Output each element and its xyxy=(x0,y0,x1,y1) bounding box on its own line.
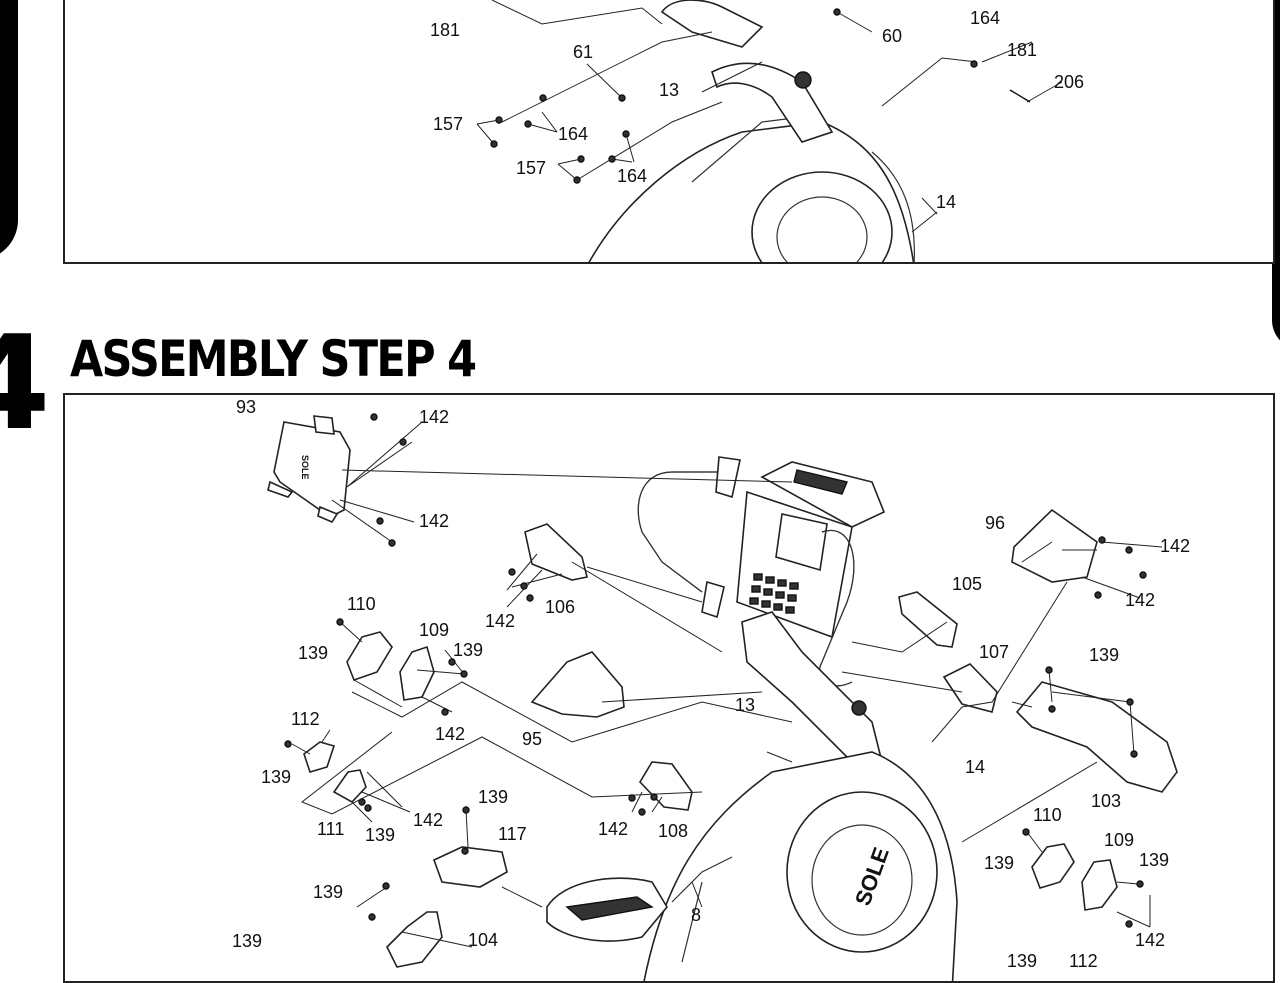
callout-139: 139 xyxy=(1089,645,1119,665)
page-edge-left xyxy=(0,0,18,260)
flywheel-inner-ring xyxy=(811,824,913,936)
callout-142: 142 xyxy=(435,724,465,744)
callout-60: 60 xyxy=(882,26,902,46)
callout-112: 112 xyxy=(1069,951,1098,971)
callout-139: 139 xyxy=(984,853,1014,873)
console-mount xyxy=(660,0,764,48)
bolt-206 xyxy=(1009,89,1031,103)
callout-142: 142 xyxy=(413,810,443,830)
step-number-tab: 4 xyxy=(0,307,51,459)
step3-exploded-diagram: 181 61 13 60 164 181 206 157 164 157 164… xyxy=(430,0,1084,262)
callout-206: 206 xyxy=(1054,72,1084,92)
callout-142: 142 xyxy=(419,511,449,531)
shroud-part xyxy=(942,663,998,713)
pivot-bearing xyxy=(794,71,812,89)
callout-111: 111 xyxy=(317,819,344,839)
upright-column xyxy=(741,611,883,773)
hardware-bolts xyxy=(490,8,978,184)
callout-142: 142 xyxy=(419,407,449,427)
callout-157: 157 xyxy=(433,114,463,134)
callout-104: 104 xyxy=(468,930,498,950)
console-lcd-screen xyxy=(775,513,828,572)
cover-part xyxy=(303,741,336,773)
callout-14: 14 xyxy=(936,192,956,212)
callout-109: 109 xyxy=(1104,830,1134,850)
callout-164: 164 xyxy=(558,124,588,144)
callout-112: 112 xyxy=(291,709,320,729)
shroud-part xyxy=(1011,508,1098,583)
callout-106: 106 xyxy=(545,597,575,617)
callout-139: 139 xyxy=(1139,850,1169,870)
callout-117: 117 xyxy=(498,824,527,844)
cover-part xyxy=(1081,859,1118,911)
holder-brand-mark: SOLE xyxy=(300,455,310,480)
callout-13: 13 xyxy=(659,80,679,100)
callout-142: 142 xyxy=(1135,930,1165,950)
callout-142: 142 xyxy=(1125,590,1155,610)
shroud-part xyxy=(524,523,588,581)
page-edge-right xyxy=(1272,0,1280,350)
pivot-bearing xyxy=(851,700,867,716)
section-title: ASSEMBLY STEP 4 xyxy=(70,330,477,388)
callout-139: 139 xyxy=(313,882,343,902)
callout-139: 139 xyxy=(232,931,262,951)
callout-95: 95 xyxy=(522,729,542,749)
tablet-holder-part xyxy=(273,421,351,518)
callout-139: 139 xyxy=(478,787,508,807)
step4-exploded-diagram: SOLE SOLE xyxy=(232,397,1190,981)
rear-stabilizer-cover xyxy=(1015,681,1178,793)
callout-157: 157 xyxy=(516,158,546,178)
callout-181: 181 xyxy=(430,20,460,40)
shroud-part xyxy=(898,591,958,648)
cover-part xyxy=(346,631,393,682)
callout-139: 139 xyxy=(261,767,291,787)
flywheel-cover xyxy=(751,171,893,262)
cover-part xyxy=(638,761,693,811)
cover-part xyxy=(399,645,435,701)
callout-103: 103 xyxy=(1091,791,1121,811)
callout-96: 96 xyxy=(985,513,1005,533)
flywheel-inner-ring xyxy=(776,196,868,262)
callout-109: 109 xyxy=(419,620,449,640)
step3-diagram-frame: 181 61 13 60 164 181 206 157 164 157 164… xyxy=(63,0,1275,264)
cover-part xyxy=(332,769,367,804)
callout-13: 13 xyxy=(735,695,755,715)
callout-107: 107 xyxy=(979,642,1009,662)
callout-142: 142 xyxy=(598,819,628,839)
callout-105: 105 xyxy=(952,574,982,594)
cover-part xyxy=(386,911,443,968)
callout-139: 139 xyxy=(1007,951,1037,971)
callout-110: 110 xyxy=(1033,805,1062,825)
console-keypad xyxy=(749,573,799,614)
console-speaker-top xyxy=(760,461,886,528)
hardware-screws xyxy=(284,413,1147,928)
callout-164: 164 xyxy=(617,166,647,186)
callout-164: 164 xyxy=(970,8,1000,28)
callout-8: 8 xyxy=(691,905,701,925)
callout-93: 93 xyxy=(236,397,256,417)
callout-139: 139 xyxy=(453,640,483,660)
shroud-part xyxy=(530,651,625,718)
step4-diagram-frame: SOLE SOLE xyxy=(63,393,1275,983)
callout-139: 139 xyxy=(365,825,395,845)
callout-108: 108 xyxy=(658,821,688,841)
callout-142: 142 xyxy=(1160,536,1190,556)
callout-61: 61 xyxy=(573,42,593,62)
callout-14: 14 xyxy=(965,757,985,777)
flywheel-cover xyxy=(786,791,938,953)
cover-part xyxy=(432,846,508,888)
cover-part xyxy=(1031,843,1075,889)
callout-110: 110 xyxy=(347,594,376,614)
callout-139: 139 xyxy=(298,643,328,663)
callout-181: 181 xyxy=(1007,40,1037,60)
callout-142: 142 xyxy=(485,611,515,631)
